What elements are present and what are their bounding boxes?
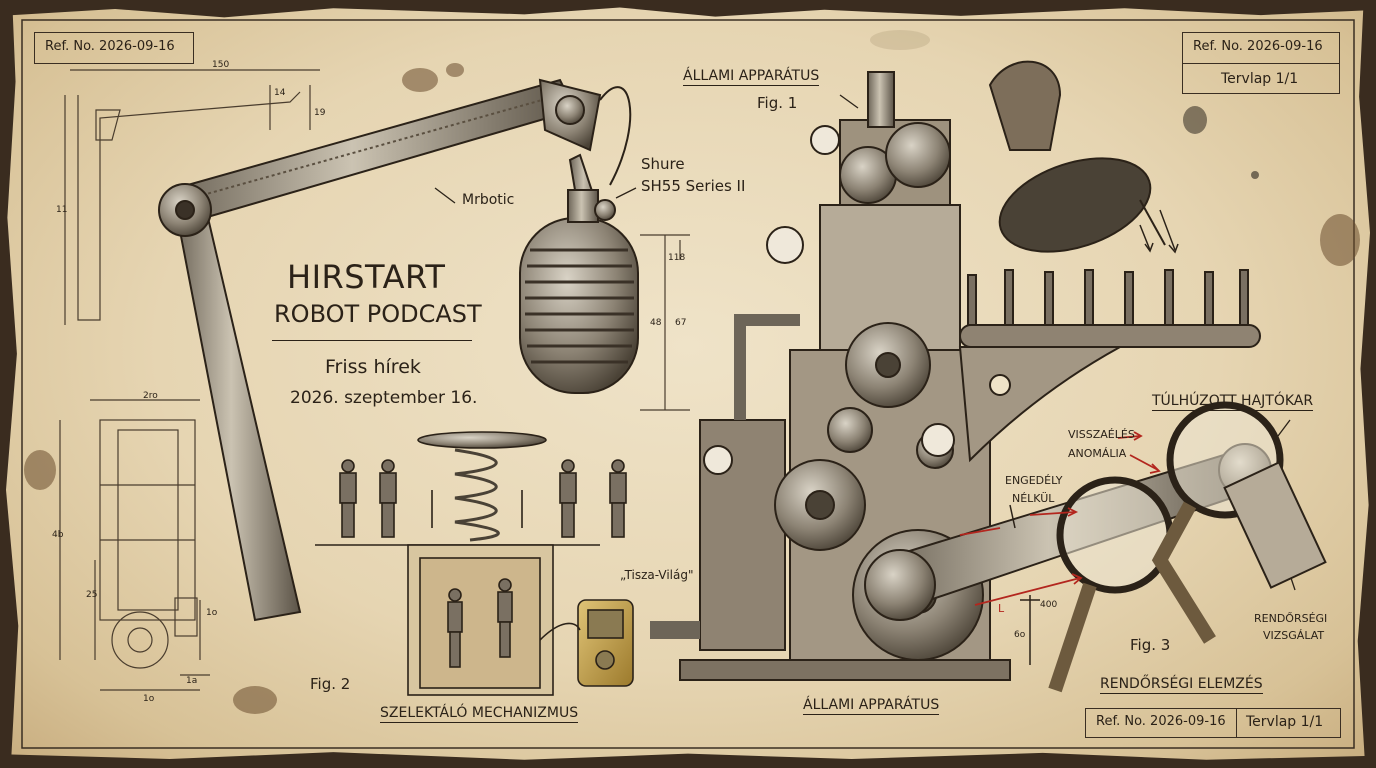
sheet-number: Tervlap 1/1: [1246, 714, 1324, 730]
fig2-label: Fig. 2: [310, 675, 351, 693]
fig1-label: Fig. 1: [757, 94, 798, 112]
crank-label: TÚLHÚZOTT HAJTÓKAR: [1152, 393, 1314, 411]
police-analysis-label: RENDŐRSÉGI ELEMZÉS: [1100, 676, 1263, 694]
police-investigation-label-2: VIZSGÁLAT: [1263, 629, 1325, 642]
state-machine: [650, 60, 1261, 681]
podcast-subtitle: ROBOT PODCAST: [274, 300, 482, 328]
dimension-label: 25: [86, 590, 98, 600]
mic-arm: [158, 78, 632, 622]
left-tech-drawing: [59, 69, 320, 691]
dimension-label: 67: [675, 318, 687, 328]
crank-assembly: [864, 401, 1327, 693]
dimension-label: 4b: [52, 530, 64, 540]
microphone: [519, 189, 690, 411]
selector-mechanism-label: SZELEKTÁLÓ MECHANIZMUS: [380, 705, 579, 723]
dimension-label: 14: [274, 88, 286, 98]
dimension-label: 6o: [1014, 630, 1026, 640]
abuse-label: VISSZAÉLÉS: [1068, 428, 1135, 441]
dimension-label: 1o: [143, 694, 155, 704]
ref-box-top-right: Ref. No. 2026-09-16 Tervlap 1/1: [1182, 32, 1340, 94]
ink-stains: [24, 30, 1360, 714]
permit-label-2: NÉLKÜL: [1012, 492, 1055, 505]
police-investigation-label-1: RENDŐRSÉGI: [1254, 612, 1328, 625]
dimension-label: 150: [212, 60, 230, 70]
dimension-label: 2ro: [143, 391, 158, 401]
dimension-label: 400: [1040, 600, 1058, 610]
episode-date: 2026. szeptember 16.: [290, 388, 478, 408]
state-apparatus-top-label: ÁLLAMI APPARÁTUS: [683, 68, 820, 86]
podcast-title: HIRSTART: [287, 258, 446, 296]
red-arrows: [959, 431, 1161, 606]
dimension-label: 48: [650, 318, 662, 328]
dimension-label: 1o: [206, 608, 218, 618]
tisza-label: „Tisza-Világ": [620, 568, 694, 582]
fig3-label: Fig. 3: [1130, 636, 1171, 654]
anomaly-label: ANOMÁLIA: [1068, 447, 1127, 460]
dimension-label: 11: [56, 205, 68, 215]
ref-number: Ref. No. 2026-09-16: [1193, 39, 1323, 54]
dimension-label: 19: [314, 108, 326, 118]
sheet-number: Tervlap 1/1: [1221, 71, 1299, 87]
border-frame: [21, 19, 1355, 749]
ref-box-top-left: Ref. No. 2026-09-16: [34, 32, 194, 64]
dimension-label: 1a: [186, 676, 198, 686]
black-arrows: [1009, 209, 1179, 665]
mrbotic-label: Mrbotic: [462, 192, 515, 208]
news-label: Friss hírek: [325, 356, 421, 378]
ref-number: Ref. No. 2026-09-16: [1096, 714, 1226, 729]
title-divider: [272, 340, 472, 341]
mic-model-label: SH55 Series II: [641, 177, 746, 195]
ref-box-bottom-right: Ref. No. 2026-09-16 Tervlap 1/1: [1085, 708, 1341, 738]
selector-mechanism: [315, 431, 634, 696]
permit-label-1: ENGEDÉLY: [1005, 474, 1063, 487]
ref-number: Ref. No. 2026-09-16: [45, 39, 175, 54]
dimension-label: L: [998, 602, 1005, 615]
dimension-label: 118: [668, 253, 686, 263]
state-apparatus-bottom-label: ÁLLAMI APPARÁTUS: [803, 697, 940, 715]
mic-brand-label: Shure: [641, 155, 685, 173]
